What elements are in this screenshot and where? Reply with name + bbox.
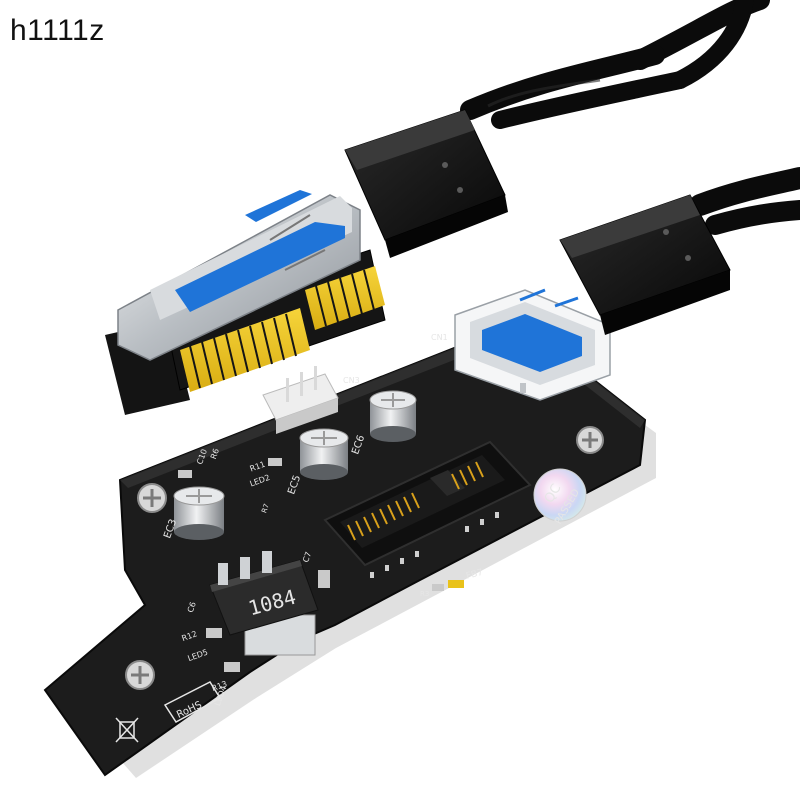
- label-cn1: CN1: [431, 333, 448, 342]
- capacitor-ec6: [369, 390, 417, 442]
- pcie-slot: [323, 440, 532, 578]
- cable-3-upper: [689, 167, 800, 216]
- label-c6: C6: [186, 601, 198, 614]
- usb-plug-right: [559, 194, 731, 335]
- cable-3-lower: [705, 200, 800, 235]
- cable-2-bend: [671, 0, 754, 89]
- label-r7: R7: [260, 503, 271, 515]
- pcie-riser-board: 1084 QC PASSED CN3 CN1 C10 R6 R11 LED2 R…: [43, 320, 656, 778]
- screw-icon: [576, 426, 604, 454]
- capacitor-ec3: [173, 486, 225, 540]
- capacitor-ec5: [299, 428, 349, 480]
- usb-cables: [460, 0, 800, 235]
- screw-icon: [125, 660, 155, 690]
- smd-components: [178, 458, 464, 672]
- pcie-x1-adapter: [105, 190, 386, 415]
- label-r6: R6: [209, 447, 221, 460]
- label-cn3: CN3: [343, 376, 360, 385]
- qc-passed-sticker: QC PASSED: [533, 468, 587, 527]
- weee-bin-icon: [115, 717, 139, 743]
- label-fb7: FB7: [465, 568, 484, 582]
- usb-plug-top: [344, 109, 508, 258]
- cable-1-lower: [460, 45, 665, 120]
- label-c7: C7: [301, 551, 313, 564]
- power-header: [262, 366, 339, 434]
- gold-contacts: [180, 266, 385, 392]
- brand-watermark: h1111z: [10, 14, 105, 47]
- label-r3: R3: [420, 590, 429, 598]
- screw-icon: [137, 483, 167, 513]
- cable-2-upper: [491, 71, 689, 129]
- regulator-chip: 1084: [209, 551, 319, 656]
- usb3-port: [454, 288, 611, 401]
